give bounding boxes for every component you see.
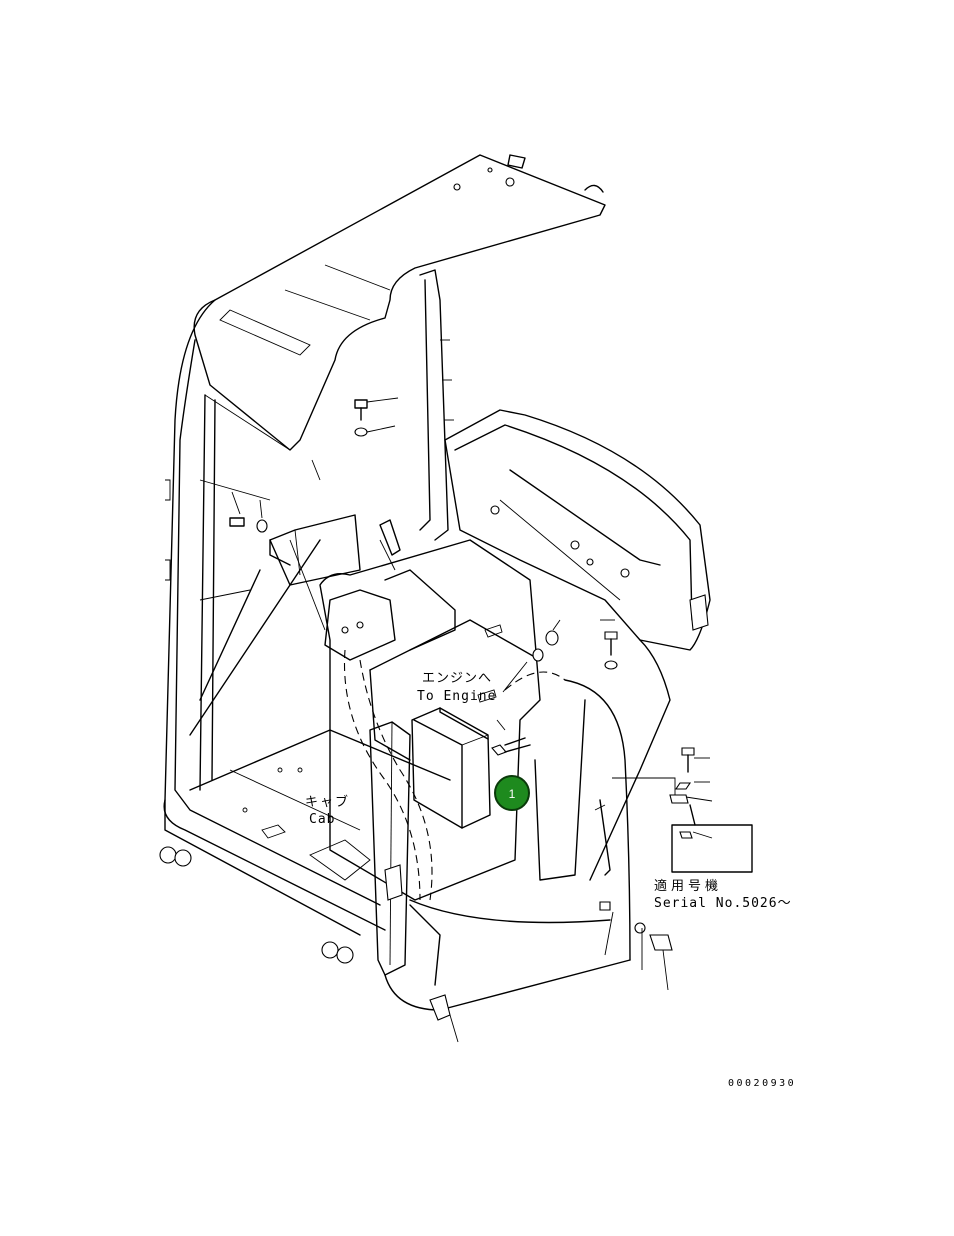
seat-base — [319, 539, 541, 901]
serial-label-en: Serial No.5026～ — [654, 896, 792, 911]
wire-harness — [343, 649, 631, 1021]
callout-1-circle — [494, 775, 530, 811]
engine-label-en: To Engine — [417, 689, 496, 704]
leader-lines — [231, 397, 713, 1043]
cab-label-jp: キャブ — [305, 794, 350, 810]
serial-detail-box — [671, 824, 753, 873]
callout-1-number: 1 — [509, 787, 516, 801]
harness-connector — [324, 519, 456, 661]
cab-roof — [193, 154, 606, 451]
front-pillar — [369, 721, 411, 976]
controller-box — [411, 707, 491, 829]
center-pillar — [419, 269, 454, 541]
serial-label-jp: 適用号機 — [654, 878, 722, 894]
cab-frame — [159, 299, 451, 964]
hardware-right — [229, 399, 696, 951]
cab-label-en: Cab — [309, 812, 335, 827]
engine-label-jp: エンジンへ — [422, 671, 492, 686]
rear-console — [444, 409, 711, 881]
callout-1[interactable]: 1 — [494, 775, 530, 811]
bracket — [269, 514, 361, 586]
drawing-number: 00020930 — [728, 1078, 796, 1089]
